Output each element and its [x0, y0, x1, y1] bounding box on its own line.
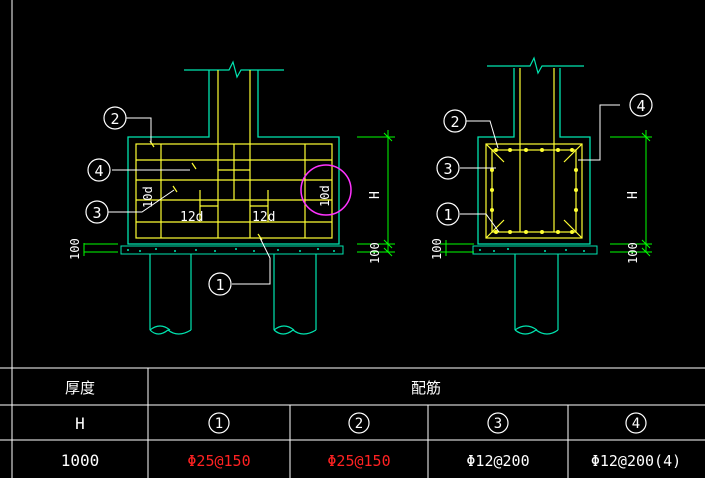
- right-foundation-detail: 2 4 3 1 100 H: [430, 56, 653, 335]
- left-dim-100: [83, 243, 118, 256]
- right-marker-3: 3: [436, 156, 460, 180]
- svg-text:3: 3: [494, 416, 502, 432]
- left-dim-100-text: 100: [68, 238, 82, 260]
- svg-text:4: 4: [94, 162, 103, 180]
- left-rebar-cage: [135, 70, 333, 239]
- table-value-2: Φ25@150: [327, 452, 390, 470]
- right-marker-1: 1: [436, 202, 460, 226]
- middle-dim-100-text: 100: [368, 242, 382, 264]
- left-dim-12d-b: 12d: [252, 210, 275, 225]
- right-marker-4: 4: [629, 93, 653, 117]
- middle-dim-h-text: H: [368, 191, 383, 199]
- right-cap-outline: [477, 68, 591, 245]
- svg-text:4: 4: [636, 97, 645, 115]
- table-header-thickness: 厚度: [65, 379, 95, 397]
- right-blinding-layer: [472, 245, 598, 255]
- table-sub-marker-1: 1: [208, 412, 230, 434]
- right-rebar-dots: [490, 148, 578, 234]
- table-sub-h: H: [75, 414, 85, 433]
- left-foundation-detail: 2 4 3 1 10d 10d 12d 12d 100: [68, 60, 395, 335]
- svg-text:4: 4: [632, 416, 640, 432]
- middle-dim-h: [357, 130, 395, 257]
- right-blinding-hatch: [479, 248, 585, 252]
- svg-text:3: 3: [443, 160, 452, 178]
- right-detail-dim-100-left: [440, 240, 474, 256]
- table-value-thickness: 1000: [61, 451, 100, 470]
- table-value-1: Φ25@150: [187, 452, 250, 470]
- left-blinding-hatch: [127, 248, 335, 252]
- right-rebar-cage: [485, 68, 583, 239]
- svg-text:1: 1: [215, 416, 223, 432]
- svg-text:1: 1: [443, 206, 452, 224]
- left-marker-2: 2: [103, 106, 127, 130]
- left-column-break: [184, 60, 284, 79]
- table-header-reinforcement: 配筋: [411, 379, 441, 397]
- svg-text:1: 1: [215, 276, 224, 294]
- table-sub-marker-2: 2: [348, 412, 370, 434]
- svg-text:2: 2: [355, 416, 363, 432]
- left-marker-1: 1: [208, 272, 232, 296]
- right-marker-2: 2: [443, 109, 467, 133]
- right-dim-h: [610, 130, 652, 257]
- left-highlight-circle: [300, 164, 352, 216]
- left-marker-4: 4: [87, 158, 111, 182]
- table-value-4: Φ12@200(4): [591, 452, 681, 470]
- svg-text:3: 3: [92, 204, 101, 222]
- right-dim-h-text: H: [626, 191, 641, 199]
- svg-text:2: 2: [110, 110, 119, 128]
- left-dim-12d-a: 12d: [180, 210, 203, 225]
- right-dim-100-text: 100: [626, 242, 640, 264]
- table-sub-marker-3: 3: [487, 412, 509, 434]
- left-marker-3: 3: [85, 200, 109, 224]
- right-leaders: [460, 104, 620, 233]
- svg-text:2: 2: [450, 113, 459, 131]
- left-dim-10d-a: 10d: [141, 186, 155, 208]
- left-leaders: [108, 117, 271, 285]
- right-column-break: [487, 56, 584, 75]
- left-blinding-layer: [120, 245, 344, 255]
- right-pile: [514, 254, 559, 335]
- left-dim-10d-b: 10d: [318, 185, 332, 207]
- left-rebar-ticks: [149, 140, 263, 241]
- table-sub-marker-4: 4: [625, 412, 647, 434]
- right-detail-dim-100-left-text: 100: [430, 238, 444, 260]
- left-cap-outline: [127, 70, 340, 245]
- left-pile-2: [273, 254, 317, 335]
- left-pile-1: [149, 254, 192, 335]
- table-value-3: Φ12@200: [466, 452, 529, 470]
